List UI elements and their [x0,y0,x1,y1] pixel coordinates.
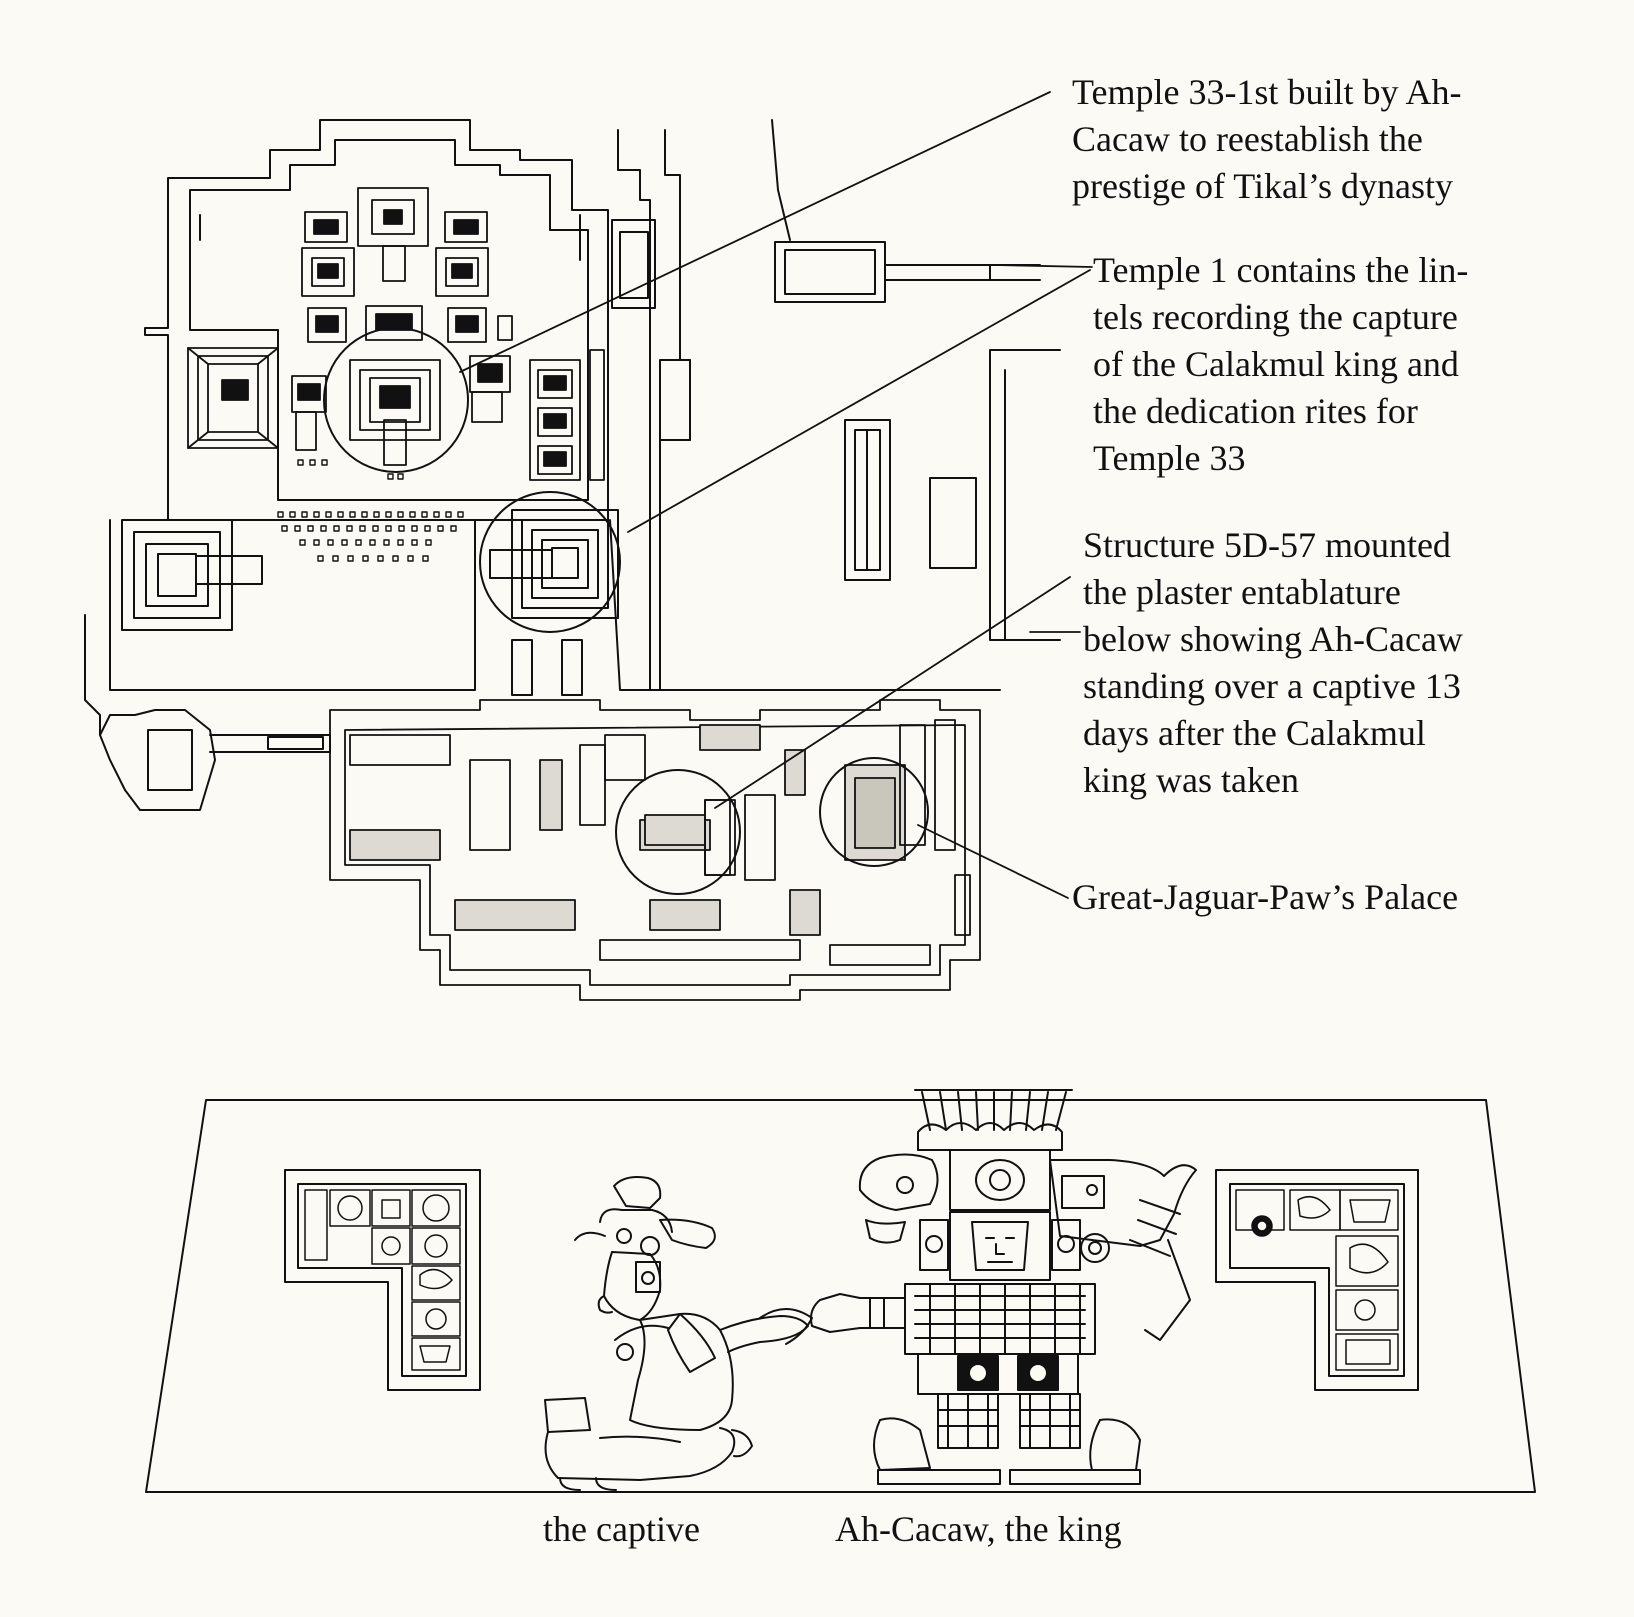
stela-marker [321,459,328,466]
stela-marker [397,539,404,546]
stela-marker [309,459,316,466]
annotation-line: Cacaw to reestablish the [1072,119,1423,159]
central-acropolis [329,699,981,1001]
east-buildings [611,119,1061,691]
stela-marker [397,473,404,480]
stela-marker [398,525,405,532]
stela-marker [294,525,301,532]
king-caption: Ah-Cacaw, the king [835,1509,1122,1549]
stelae-rows [277,459,464,562]
stela-marker [317,555,324,562]
temple33-annotation: Temple 33-1st built by Ah- Cacaw to rees… [1072,69,1461,210]
stela-marker [327,539,334,546]
stela-marker [372,525,379,532]
palace-annotation: Great-Jaguar-Paw’s Palace [1072,877,1459,917]
stela-marker [346,525,353,532]
stela-marker [422,555,429,562]
palace-circle [819,757,929,867]
left-glyph-panel [284,1169,481,1391]
annotation-line: Temple 1 contains the lin- [1093,250,1469,290]
temple1-circle [479,491,621,633]
stela-marker [433,511,440,518]
leader-lines [459,91,1093,899]
structure57-annotation: Structure 5D-57 mounted the plaster enta… [1083,522,1463,804]
annotation-line: Temple 33-1st built by Ah- [1072,72,1462,112]
stela-marker [373,511,380,518]
annotation-line: below showing Ah-Cacaw [1083,619,1463,659]
stela-marker [387,473,394,480]
stela-marker [307,525,314,532]
annotation-line: standing over a captive 13 [1083,666,1461,706]
temple2 [121,519,263,631]
stela-marker [359,525,366,532]
annotation-line: king was taken [1083,760,1299,800]
stela-marker [361,511,368,518]
stela-marker [407,555,414,562]
stela-marker [385,525,392,532]
stela-marker [301,511,308,518]
site-plan [84,91,1093,1001]
captive-figure [544,1176,813,1491]
stela-marker [297,459,304,466]
temple1-annotation: Temple 1 contains the lin- tels recordin… [1093,247,1468,482]
stela-marker [337,511,344,518]
stela-marker [325,511,332,518]
stela-marker [385,511,392,518]
stela-marker [313,511,320,518]
structure57-circle [615,769,741,895]
stela-marker [299,539,306,546]
stela-marker [289,511,296,518]
annotation-line: Temple 33 [1093,438,1246,478]
stela-marker [383,539,390,546]
annotation-line: the dedication rites for [1093,391,1418,431]
acropolis-temples [187,187,605,481]
annotation-line: days after the Calakmul [1083,713,1426,753]
annotation-line: tels recording the capture [1093,297,1458,337]
stela-marker [313,539,320,546]
stela-marker [409,511,416,518]
stela-marker [421,511,428,518]
annotation-line: of the Calakmul king and [1093,344,1459,384]
temple1 [489,509,619,696]
causeway [99,709,331,811]
stela-marker [377,555,384,562]
temple33-circle [323,327,469,473]
stela-marker [450,525,457,532]
stela-marker [425,539,432,546]
north-acropolis-platform [144,119,609,521]
great-plaza [109,519,1001,691]
annotation-line: prestige of Tikal’s dynasty [1072,166,1454,206]
stela-marker [355,539,362,546]
plaster-entablature-frieze [145,1089,1536,1493]
stela-marker [411,539,418,546]
stela-marker [341,539,348,546]
king-figure [810,1089,1197,1485]
stela-marker [333,525,340,532]
stela-marker [457,511,464,518]
stela-marker [332,555,339,562]
stela-marker [411,525,418,532]
stela-marker [397,511,404,518]
frieze-outline [145,1099,1536,1493]
annotation-line: Structure 5D-57 mounted [1083,525,1451,565]
stela-marker [445,511,452,518]
stela-marker [277,511,284,518]
stela-marker [437,525,444,532]
right-glyph-panel [1215,1169,1419,1391]
stela-marker [424,525,431,532]
stela-marker [392,555,399,562]
annotation-line: the plaster entablature [1083,572,1401,612]
stela-marker [349,511,356,518]
stela-marker [347,555,354,562]
captive-caption: the captive [543,1509,700,1549]
stela-marker [362,555,369,562]
stela-marker [281,525,288,532]
stela-marker [369,539,376,546]
stela-marker [320,525,327,532]
